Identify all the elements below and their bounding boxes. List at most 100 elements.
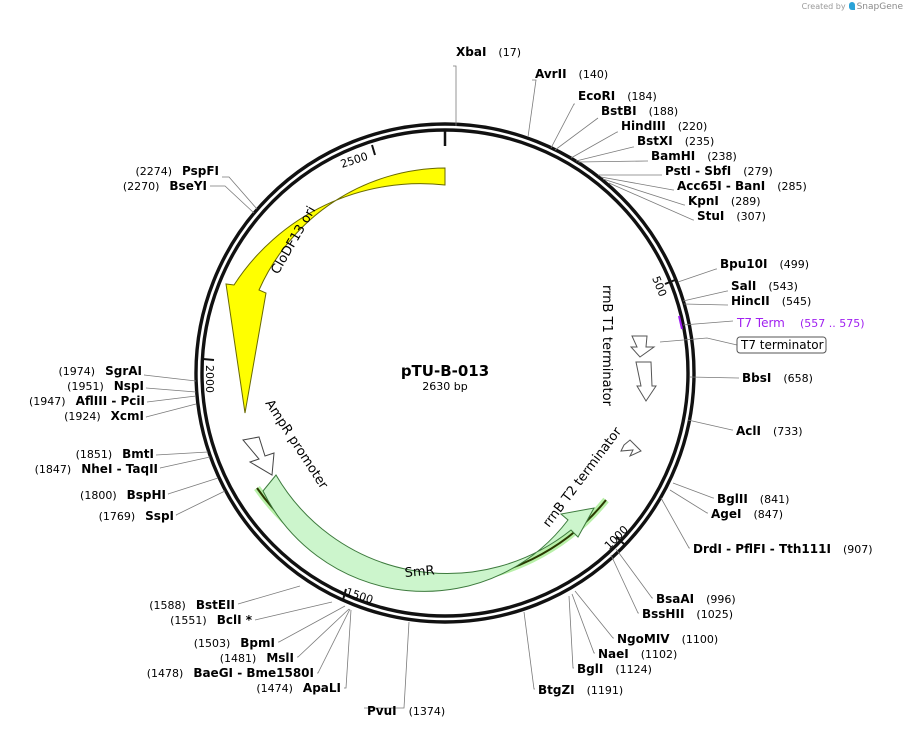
- feature-label-rrnb-t1-terminator: rrnB T1 terminator: [599, 285, 614, 407]
- enzyme-name-baegi-bme1580i[interactable]: BaeGI - Bme1580I: [193, 666, 314, 680]
- enzyme-position-xbai: (17): [498, 46, 521, 59]
- enzyme-name-bsaai[interactable]: BsaAI: [656, 592, 694, 606]
- enzyme-name-pspfi[interactable]: PspFI: [182, 164, 219, 178]
- enzyme-name-btgzi[interactable]: BtgZI: [538, 683, 575, 697]
- enzyme-name-xbai[interactable]: XbaI: [456, 45, 486, 59]
- feature-clodf13-ori[interactable]: [225, 167, 446, 414]
- feature-rrnb-t2-terminator[interactable]: [620, 439, 642, 458]
- enzyme-position-agei: (847): [753, 508, 783, 521]
- t7terminator-label: T7 terminator: [740, 338, 824, 352]
- enzyme-position-bsphi: (1800): [80, 489, 117, 502]
- enzyme-name-bmti[interactable]: BmtI: [122, 447, 154, 461]
- enzyme-leader-sspi: [175, 490, 226, 516]
- enzyme-name-bamhi[interactable]: BamHI: [651, 149, 695, 163]
- enzyme-position-bstbi: (188): [649, 105, 679, 118]
- enzyme-name-bbsi[interactable]: BbsI: [742, 371, 771, 385]
- enzyme-name-kpni[interactable]: KpnI: [688, 194, 719, 208]
- enzyme-position-msli: (1481): [220, 652, 257, 665]
- enzyme-name-psti-sbfi[interactable]: PstI - SbfI: [665, 164, 731, 178]
- t7term-leader: [682, 320, 734, 326]
- enzyme-name-agei[interactable]: AgeI: [711, 507, 741, 521]
- enzyme-name-bcli[interactable]: BclI *: [217, 613, 253, 627]
- enzyme-leader-bstxi: [575, 146, 634, 162]
- enzyme-position-bcli: (1551): [170, 614, 207, 627]
- enzyme-name-nspi[interactable]: NspI: [114, 379, 144, 393]
- enzyme-position-sgrai: (1974): [59, 365, 96, 378]
- enzyme-name-nhei-taqii[interactable]: NheI - TaqII: [81, 462, 158, 476]
- enzyme-name-bsteii[interactable]: BstEII: [196, 598, 235, 612]
- enzyme-position-nhei-taqii: (1847): [35, 463, 72, 476]
- enzyme-name-bstbi[interactable]: BstBI: [601, 104, 637, 118]
- enzyme-name-ngomiv[interactable]: NgoMIV: [617, 632, 670, 646]
- feature-ampr-promoter[interactable]: [242, 436, 275, 476]
- enzyme-name-bpu10i[interactable]: Bpu10I: [720, 257, 767, 271]
- enzyme-position-bmti: (1851): [76, 448, 113, 461]
- enzyme-leader-sgrai: [143, 374, 197, 382]
- enzyme-name-hincii[interactable]: HincII: [731, 294, 770, 308]
- t7terminator-leader: [659, 337, 738, 346]
- enzyme-leader-xcmi: [145, 403, 197, 418]
- enzyme-leader-ecori: [550, 103, 575, 149]
- enzyme-name-bstxi[interactable]: BstXI: [637, 134, 673, 148]
- enzyme-name-bglii[interactable]: BglII: [717, 492, 748, 506]
- feature-smr[interactable]: [262, 474, 595, 592]
- enzyme-name-sspi[interactable]: SspI: [145, 509, 174, 523]
- enzyme-name-acli[interactable]: AclI: [736, 424, 761, 438]
- feature-t7-terminator-arrow[interactable]: [629, 335, 656, 358]
- enzyme-position-psti-sbfi: (279): [743, 165, 773, 178]
- enzyme-name-bgli[interactable]: BglI: [577, 662, 603, 676]
- enzyme-name-sali[interactable]: SalI: [731, 279, 756, 293]
- enzyme-leader-bmti: [155, 451, 209, 456]
- enzyme-name-bsphi[interactable]: BspHI: [127, 488, 166, 502]
- tick-label-500: 500: [649, 274, 669, 298]
- enzyme-position-bglii: (841): [760, 493, 790, 506]
- enzyme-name-pvui[interactable]: PvuI: [367, 704, 397, 718]
- enzyme-leader-avrii: [527, 79, 537, 138]
- enzyme-position-nspi: (1951): [67, 380, 104, 393]
- enzyme-name-naei[interactable]: NaeI: [598, 647, 629, 661]
- enzyme-leader-btgzi: [523, 611, 535, 690]
- enzyme-name-avrii[interactable]: AvrII: [535, 67, 567, 81]
- enzyme-leader-stui: [608, 182, 694, 221]
- enzyme-position-bpu10i: (499): [779, 258, 809, 271]
- enzyme-leader-bamhi: [577, 160, 648, 163]
- enzyme-name-sgrai[interactable]: SgrAI: [105, 364, 142, 378]
- feature-rrnb-t1-terminator[interactable]: [635, 361, 657, 402]
- enzyme-position-pvui: (1374): [409, 705, 446, 718]
- enzyme-name-hindiii[interactable]: HindIII: [621, 119, 666, 133]
- enzyme-name-msli[interactable]: MslI: [266, 651, 294, 665]
- enzyme-name-stui[interactable]: StuI: [697, 209, 724, 223]
- enzyme-name-bseyi[interactable]: BseYI: [169, 179, 207, 193]
- plasmid-length: 2630 bp: [422, 380, 467, 393]
- tick-label-2000: 2000: [203, 365, 216, 393]
- enzyme-position-drdi-pflfi-tth111i: (907): [843, 543, 873, 556]
- enzyme-name-afliii-pcii[interactable]: AflIII - PciI: [76, 394, 145, 408]
- snapgene-logo-icon: [848, 2, 855, 10]
- enzyme-leader-bglii: [672, 482, 714, 499]
- enzyme-position-afliii-pcii: (1947): [29, 395, 66, 408]
- enzyme-leader-bcli: [254, 601, 333, 621]
- enzyme-position-hincii: (545): [782, 295, 812, 308]
- enzyme-leader-naei: [571, 593, 595, 654]
- enzyme-leader-bpu10i: [677, 268, 717, 283]
- feature-label-smr: SmR: [404, 563, 435, 581]
- enzyme-leader-bsphi: [167, 477, 219, 495]
- enzyme-name-bsshii[interactable]: BssHII: [642, 607, 684, 621]
- credit-prefix: Created by: [801, 2, 846, 11]
- plasmid-name: pTU-B-013: [401, 362, 489, 380]
- enzyme-position-sspi: (1769): [99, 510, 136, 523]
- enzyme-name-acc65i-bani[interactable]: Acc65I - BanI: [677, 179, 765, 193]
- enzyme-position-xcmi: (1924): [64, 410, 101, 423]
- enzyme-name-ecori[interactable]: EcoRI: [578, 89, 615, 103]
- enzyme-name-xcmi[interactable]: XcmI: [111, 409, 144, 423]
- enzyme-name-apali[interactable]: ApaLI: [303, 681, 341, 695]
- enzyme-leader-nspi: [145, 387, 197, 393]
- enzyme-position-bgli: (1124): [615, 663, 652, 676]
- enzyme-name-drdi-pflfi-tth111i[interactable]: DrdI - PflFI - Tth111I: [693, 542, 831, 556]
- t7terminator-box[interactable]: [736, 336, 827, 354]
- tick-mark-2500: [371, 144, 376, 156]
- enzyme-position-bsaai: (996): [706, 593, 736, 606]
- enzyme-name-bpmi[interactable]: BpmI: [240, 636, 275, 650]
- enzyme-position-avrii: (140): [579, 68, 609, 81]
